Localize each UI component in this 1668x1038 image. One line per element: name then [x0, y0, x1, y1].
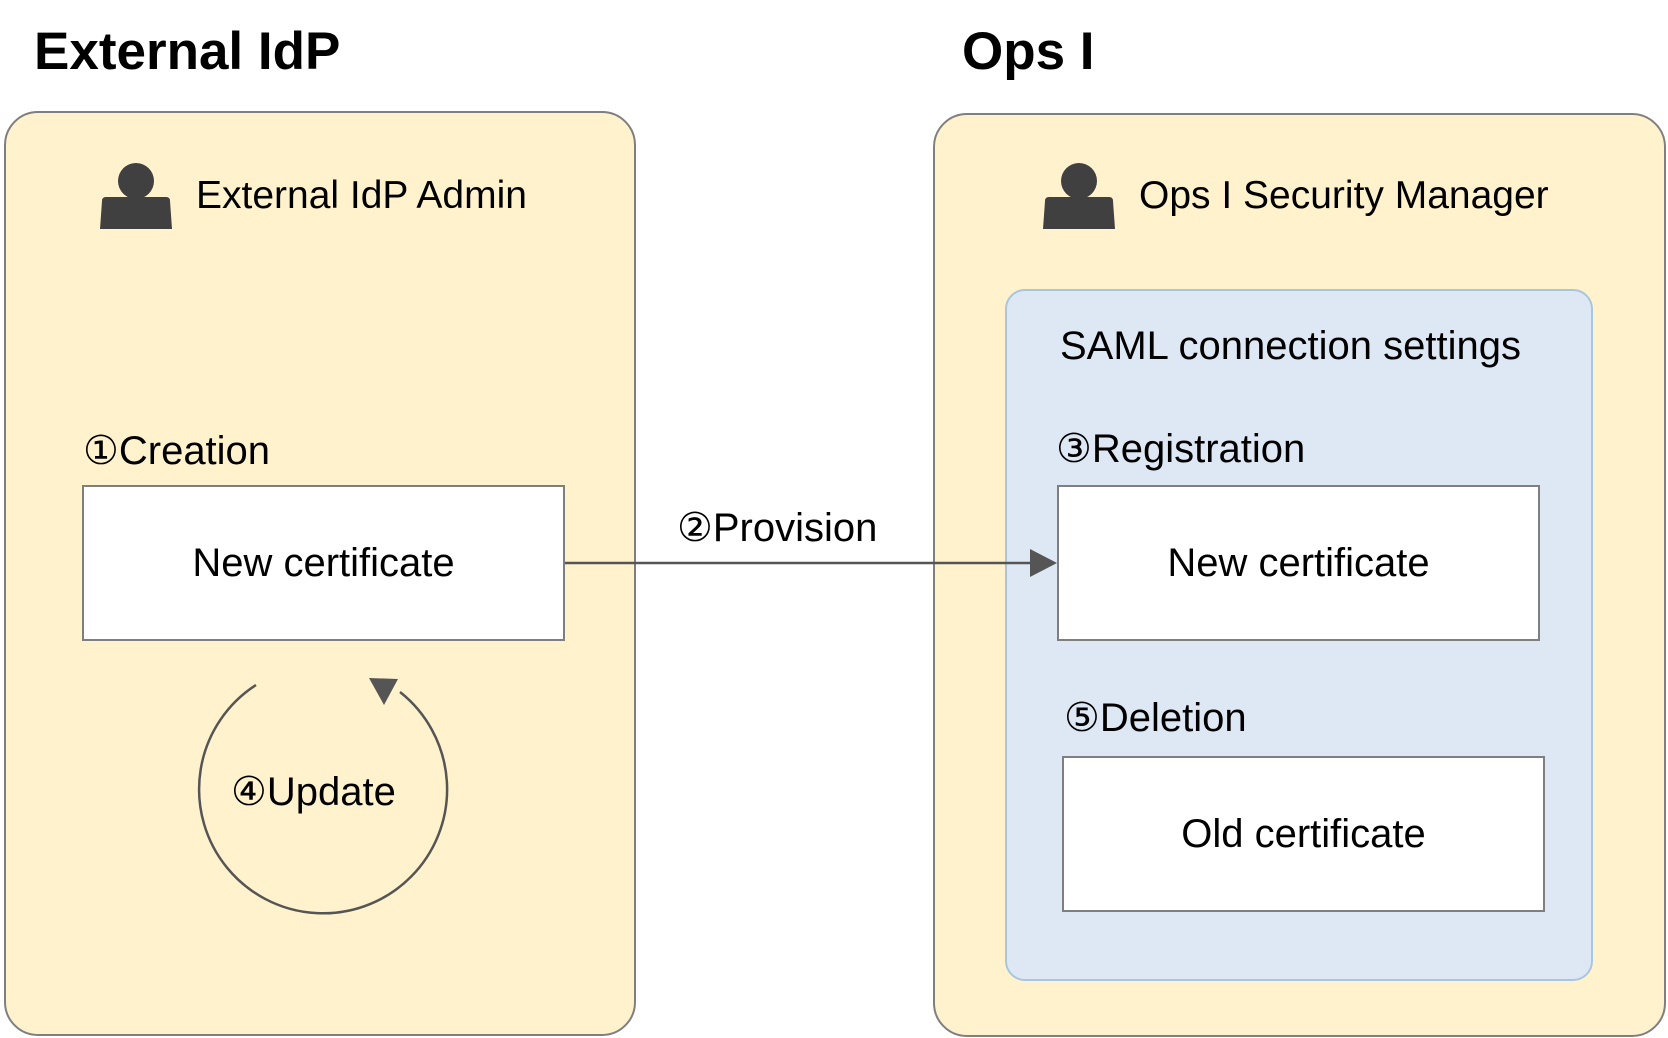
external-idp-admin-role: External IdP Admin — [98, 161, 527, 229]
ops-title: Ops I — [962, 22, 1095, 81]
saml-settings-title: SAML connection settings — [1060, 324, 1521, 368]
person-icon — [100, 163, 172, 229]
external-idp-admin-label: External IdP Admin — [196, 173, 527, 217]
ops-security-manager-label: Ops I Security Manager — [1139, 173, 1549, 217]
step-creation-label: ①Creation — [83, 429, 271, 473]
person-icon — [1043, 163, 1115, 229]
provision-arrow — [565, 549, 1057, 577]
step-deletion-label: ⑤Deletion — [1064, 696, 1247, 740]
step-provision-label: ②Provision — [677, 506, 878, 550]
step-update-label: ④Update — [231, 770, 396, 814]
saml-new-certificate-label: New certificate — [1167, 540, 1430, 585]
saml-new-certificate-box: New certificate — [1057, 485, 1540, 641]
saml-old-certificate-box: Old certificate — [1062, 756, 1545, 912]
idp-new-certificate-label: New certificate — [192, 540, 455, 585]
saml-old-certificate-label: Old certificate — [1181, 811, 1426, 856]
ops-security-manager-role: Ops I Security Manager — [1041, 161, 1549, 229]
update-cycle-arrow — [197, 678, 449, 915]
external-idp-title: External IdP — [34, 22, 341, 81]
step-registration-label: ③Registration — [1056, 427, 1306, 471]
idp-new-certificate-box: New certificate — [82, 485, 565, 641]
